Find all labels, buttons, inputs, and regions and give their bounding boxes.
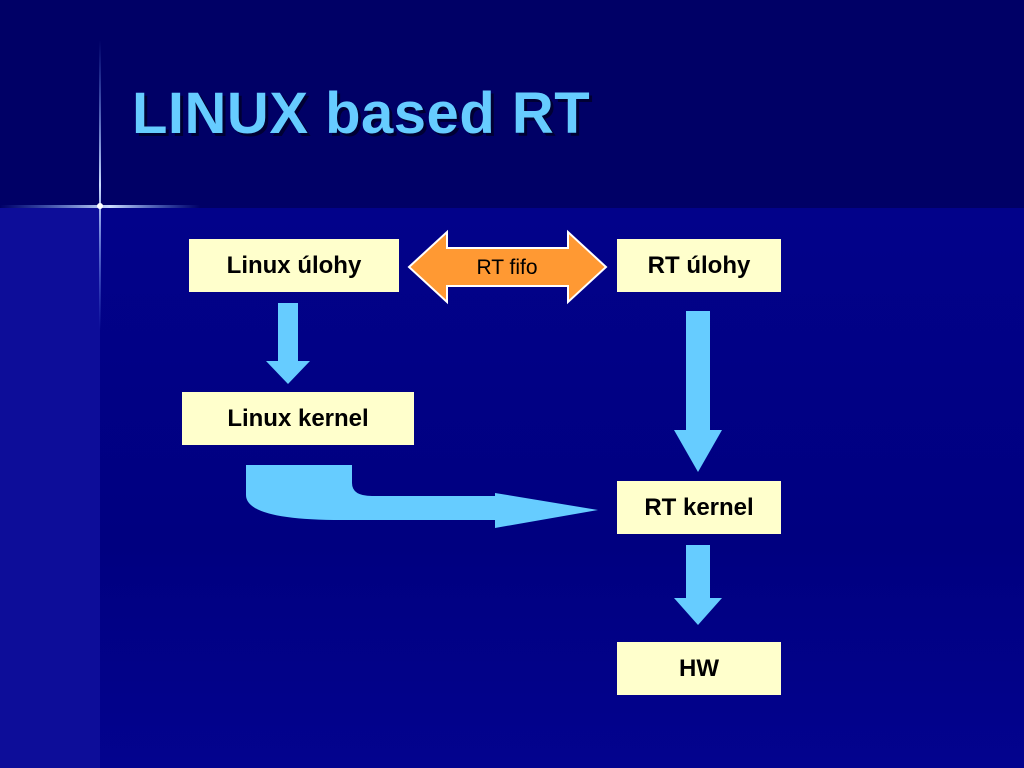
sparkle-vertical-line — [99, 40, 101, 330]
slide-title: LINUX based RT — [132, 81, 591, 146]
rt-fifo-label: RT fifo — [476, 256, 538, 279]
rt-kernel-box: RT kernel — [617, 481, 781, 534]
arrow-rt-kernel-to-hw — [674, 545, 722, 625]
arrow-linux-tasks-to-linux-kernel — [266, 303, 310, 384]
hw-box: HW — [617, 642, 781, 695]
rt-fifo-double-arrow — [407, 229, 608, 305]
rt-tasks-box: RT úlohy — [617, 239, 781, 292]
arrow-rt-tasks-to-rt-kernel — [674, 311, 722, 472]
title-band — [0, 0, 1024, 208]
arrow-linux-kernel-to-rt-kernel — [246, 465, 598, 528]
sparkle-star — [97, 203, 103, 209]
left-band — [0, 208, 100, 768]
linux-tasks-box: Linux úlohy — [189, 239, 399, 292]
linux-kernel-box: Linux kernel — [182, 392, 414, 445]
